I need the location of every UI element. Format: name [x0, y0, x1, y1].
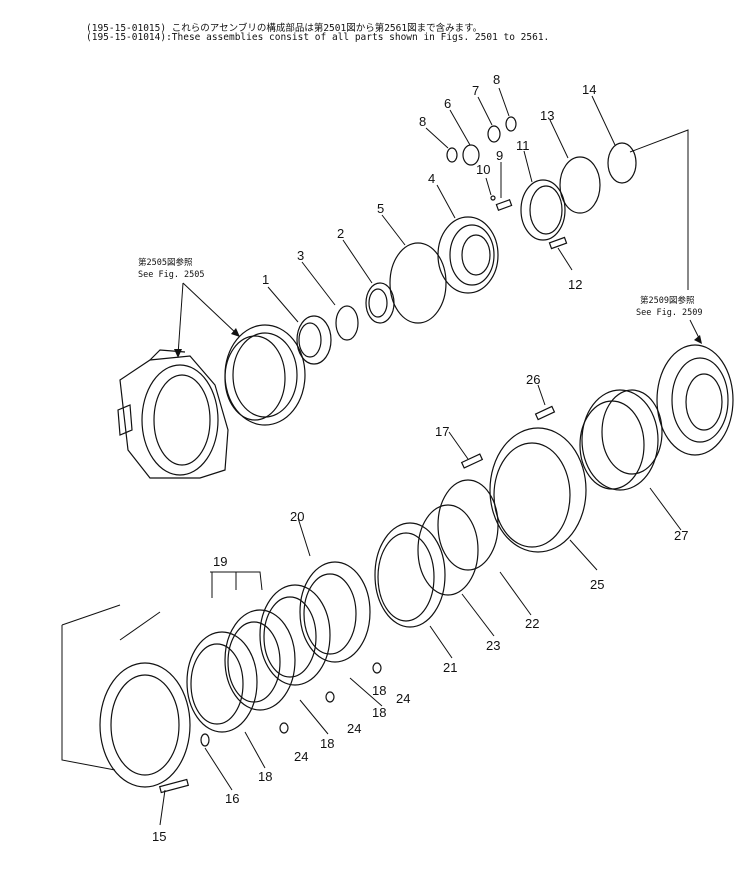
part-10-ball — [490, 195, 496, 201]
part-24-ring-b — [325, 691, 335, 703]
callout-18b: 18 — [320, 736, 334, 751]
part-8-washer-b — [505, 116, 517, 132]
callout-21: 21 — [443, 660, 457, 675]
callout-18d: 18 — [372, 683, 386, 698]
callout-numbers: 1 2 3 4 5 6 7 8 8 9 10 11 12 13 14 15 16… — [152, 72, 688, 844]
part-3-snap-ring — [335, 305, 359, 341]
callout-18c: 18 — [372, 705, 386, 720]
ref-fig-2509-en: See Fig. 2509 — [636, 308, 703, 318]
callout-24b: 24 — [347, 721, 361, 736]
part-14-snap-ring — [607, 142, 637, 184]
callout-1: 1 — [262, 272, 269, 287]
gear-ring-hub — [224, 324, 306, 426]
callout-5: 5 — [377, 201, 384, 216]
header-line-english: (195-15-01014):These assemblies consist … — [86, 32, 550, 43]
part-21-ring — [374, 522, 446, 628]
callout-24a: 24 — [294, 749, 308, 764]
part-7-bearing — [487, 125, 501, 143]
callout-16: 16 — [225, 791, 239, 806]
callout-18a: 18 — [258, 769, 272, 784]
part-25-piston-housing — [489, 427, 587, 553]
part-23-ring — [417, 504, 479, 596]
part-8-washer-a — [446, 147, 458, 163]
part-4-carrier — [437, 216, 499, 294]
part-6-gear — [462, 144, 480, 166]
part-16-pin — [200, 733, 210, 747]
callout-25: 25 — [590, 577, 604, 592]
ref-fig-2505-en: See Fig. 2505 — [138, 270, 205, 280]
callout-7: 7 — [472, 83, 479, 98]
part-27-hub — [579, 389, 663, 491]
part-12-pin — [548, 236, 568, 250]
callout-8b: 8 — [493, 72, 500, 87]
callout-10: 10 — [476, 162, 490, 177]
callout-9: 9 — [496, 148, 503, 163]
part-24-ring-c — [372, 662, 382, 674]
callout-4: 4 — [428, 171, 435, 186]
housing — [117, 349, 229, 479]
part-5-seal-ring — [389, 242, 447, 324]
callout-26: 26 — [526, 372, 540, 387]
ref-fig-2509-jp: 第2509図参照 — [640, 295, 695, 306]
leader-lines — [61, 87, 682, 826]
header-line-japanese: (195-15-01015) これらのアセンブリの構成部品は第2501図から第2… — [86, 23, 483, 34]
callout-23: 23 — [486, 638, 500, 653]
part-11-ring — [520, 179, 566, 241]
part-1-bearing — [296, 315, 332, 365]
part-15-end-plate — [99, 662, 191, 788]
part-24-ring-a — [279, 722, 289, 734]
callout-22: 22 — [525, 616, 539, 631]
callout-14: 14 — [582, 82, 596, 97]
callout-17: 17 — [435, 424, 449, 439]
callout-19: 19 — [213, 554, 227, 569]
part-13-ring — [559, 156, 601, 214]
callout-2: 2 — [337, 226, 344, 241]
callout-11: 11 — [516, 138, 530, 153]
callout-3: 3 — [297, 248, 304, 263]
callout-27: 27 — [674, 528, 688, 543]
callout-20: 20 — [290, 509, 304, 524]
part-22-ring — [437, 479, 499, 571]
part-26-pin — [534, 405, 556, 421]
callout-12: 12 — [568, 277, 582, 292]
ref-arrows — [174, 129, 702, 358]
callout-6: 6 — [444, 96, 451, 111]
callout-8a: 8 — [419, 114, 426, 129]
part-9-pin — [495, 199, 513, 211]
callout-13: 13 — [540, 108, 554, 123]
part-17-pin — [460, 453, 484, 469]
ref-fig-2505-jp: 第2505図参照 — [138, 257, 193, 268]
callout-24c: 24 — [396, 691, 410, 706]
part-15-rod — [158, 778, 190, 794]
cover-plate — [656, 344, 734, 456]
clutch-plates — [186, 561, 371, 733]
callout-15: 15 — [152, 829, 166, 844]
